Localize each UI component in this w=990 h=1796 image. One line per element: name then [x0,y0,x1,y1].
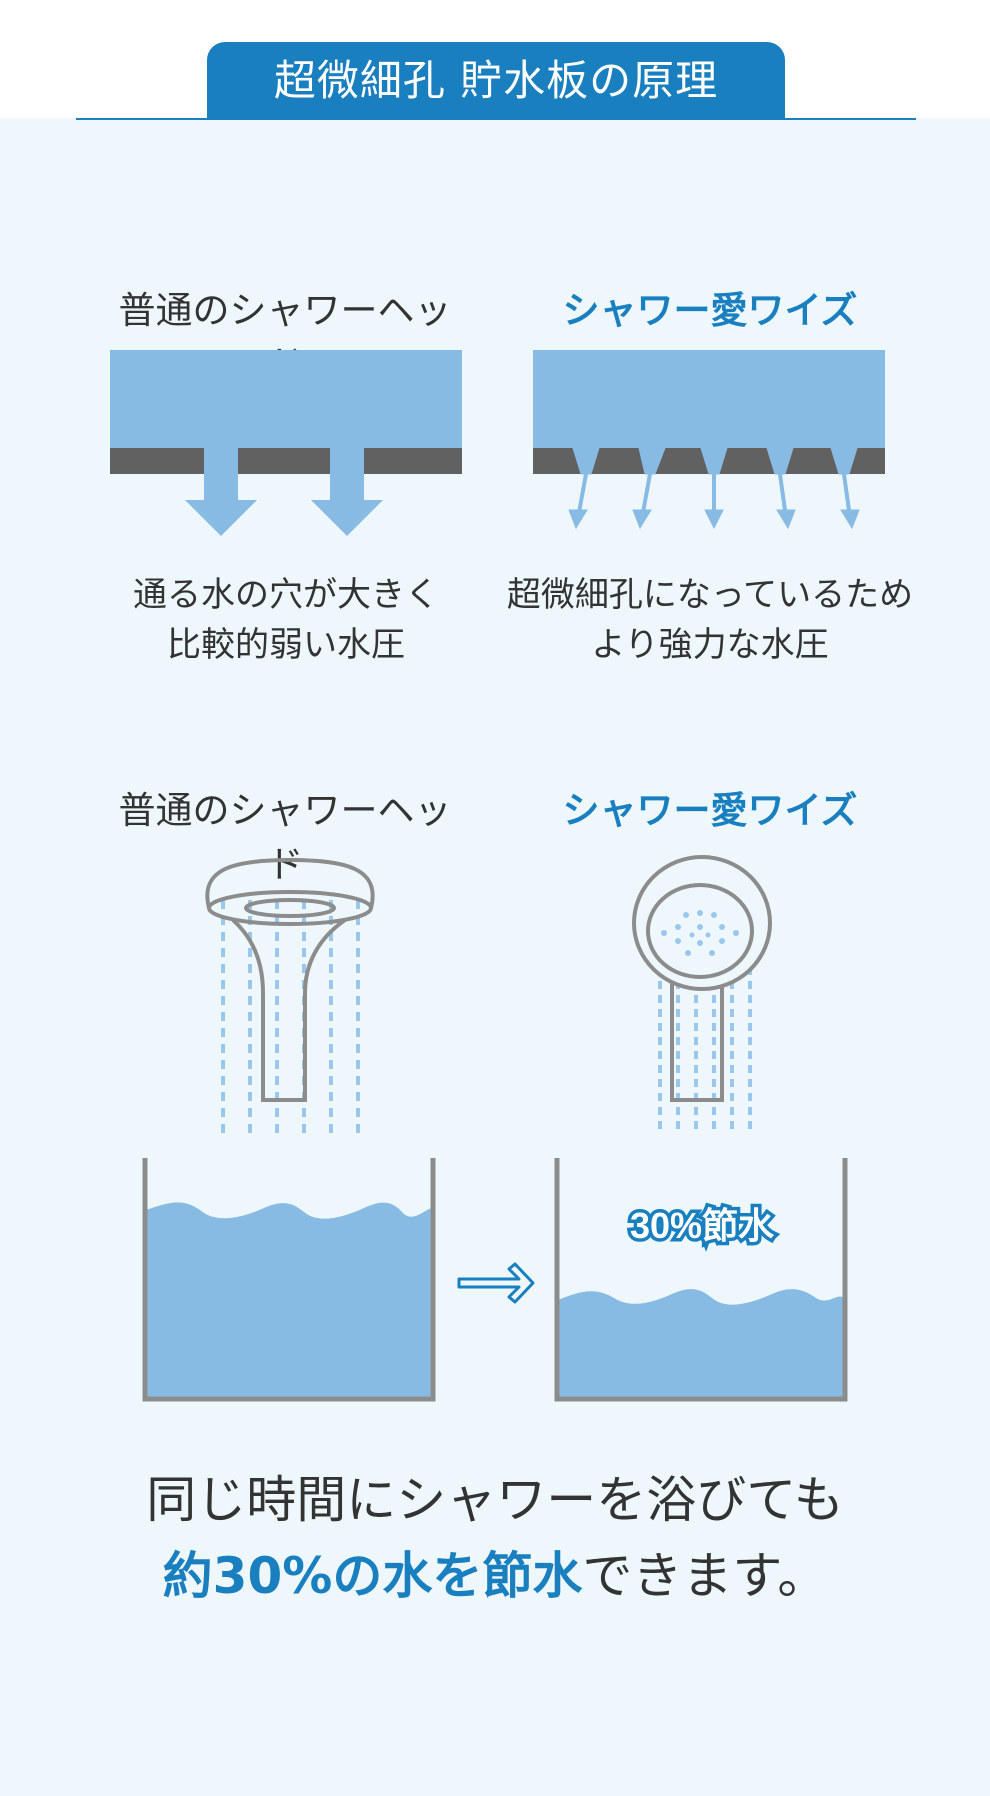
conclusion-highlight: 約30%の水を節水 [162,1547,583,1605]
water-reservoir [110,350,462,448]
water-volume [558,1289,844,1398]
shower-label-normal: 普通のシャワーヘッド [118,789,452,886]
shower-head-outline [205,857,375,1102]
large-hole-flow [185,448,257,536]
normal-plate-diagram [110,350,462,536]
shower-label-wise: シャワー愛ワイズ [562,789,858,832]
normal-plate-description: 通る水の穴が大きく 比較的弱い水圧 [76,570,496,670]
plate-label-wise: シャワー愛ワイズ [562,289,858,332]
normal-shower-head-illustration [205,857,375,1133]
fine-hole-flows [568,447,860,530]
shower-head-outline [632,855,772,1102]
tank-outline [142,1158,436,1402]
tank-outline [554,1158,848,1402]
plate-label-normal: 普通のシャワーヘッド [118,289,452,386]
large-hole-flow [311,448,383,536]
page-title: 超微細孔 貯水板の原理 [207,42,785,120]
description-line: より強力な水圧 [591,625,829,665]
conclusion-line-2: 約30%の水を節水できます。 [0,1536,990,1608]
plate [110,448,462,474]
description-line: 比較的弱い水圧 [167,625,405,665]
water-reservoir [533,350,885,448]
water-volume [146,1202,432,1398]
saving-badge: 30%節水 [630,1205,775,1246]
wise-plate-diagram [533,350,885,530]
conclusion-line-1: 同じ時間にシャワーを浴びても [146,1471,844,1529]
wise-shower-head-illustration [632,855,772,1133]
normal-water-tank [142,1158,436,1402]
wise-plate-description: 超微細孔になっているため より強力な水圧 [500,570,920,670]
conclusion-rest: できます。 [582,1547,828,1605]
description-line: 超微細孔になっているため [506,575,914,615]
description-line: 通る水の穴が大きく [133,575,439,615]
spray-nozzles [661,910,739,956]
arrow-right-icon [457,1262,535,1304]
wise-water-tank: 30%節水 [554,1158,848,1402]
